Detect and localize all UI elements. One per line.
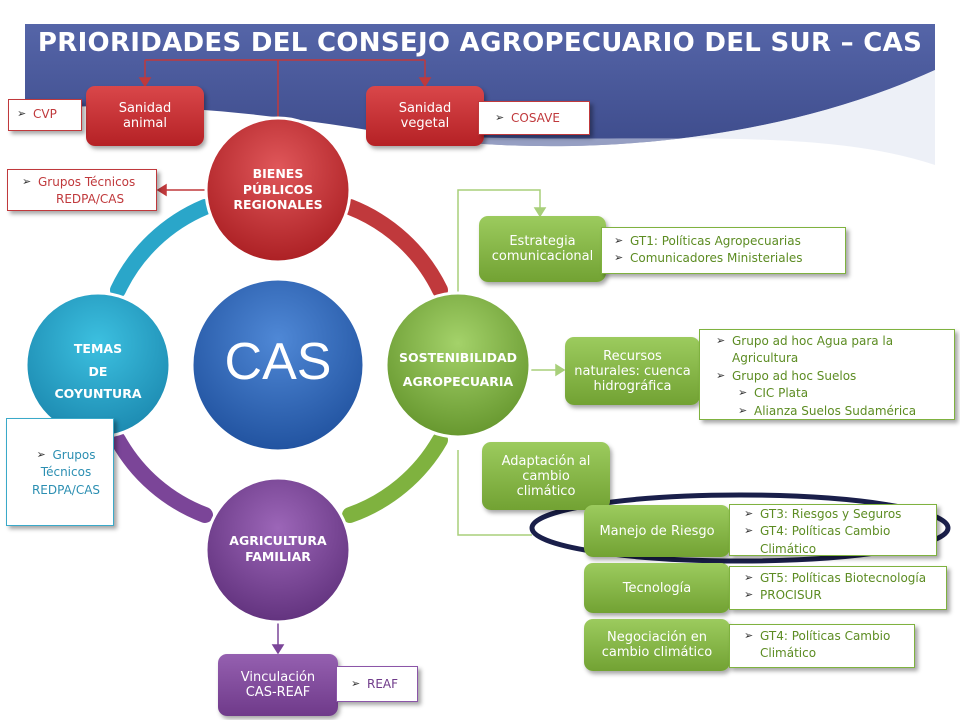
recursos-card: Grupo ad hoc Agua para la Agricultura Gr… xyxy=(699,329,955,420)
tecnologia-card: GT5: Políticas Biotecnología PROCISUR xyxy=(729,566,947,610)
grupos-tecnicos-card: Grupos Técnicos REDPA/CAS xyxy=(7,169,157,211)
tecnologia-box: Tecnología xyxy=(584,563,730,613)
circle-bienes-publicos xyxy=(204,116,352,264)
manejo-riesgo-card: GT3: Riesgos y Seguros GT4: Políticas Ca… xyxy=(729,504,937,556)
center-circle xyxy=(190,277,366,453)
ring-arc-cyan xyxy=(110,199,213,298)
ring-arc-purple xyxy=(110,432,213,523)
ring-arc-green xyxy=(342,432,448,523)
temas-grupos-card: Grupos Técnicos REDPA/CAS xyxy=(6,418,114,526)
reaf-card: REAF xyxy=(336,666,418,702)
header-band xyxy=(25,24,935,147)
negociacion-card: GT4: Políticas Cambio Climático xyxy=(729,624,915,668)
circle-sostenibilidad xyxy=(384,291,532,439)
ring-arc-red xyxy=(342,199,448,298)
page-title: PRIORIDADES DEL CONSEJO AGROPECUARIO DEL… xyxy=(37,28,923,58)
highlight-ellipse xyxy=(529,492,951,564)
cvp-card: CVP xyxy=(8,99,82,131)
estrategia-card: GT1: Políticas Agropecuarias Comunicador… xyxy=(601,227,846,274)
circle-agricultura-familiar xyxy=(204,476,352,624)
center-label: CAS xyxy=(224,333,332,391)
cosave-card: COSAVE xyxy=(478,101,590,135)
manejo-riesgo-box: Manejo de Riesgo xyxy=(584,505,730,557)
